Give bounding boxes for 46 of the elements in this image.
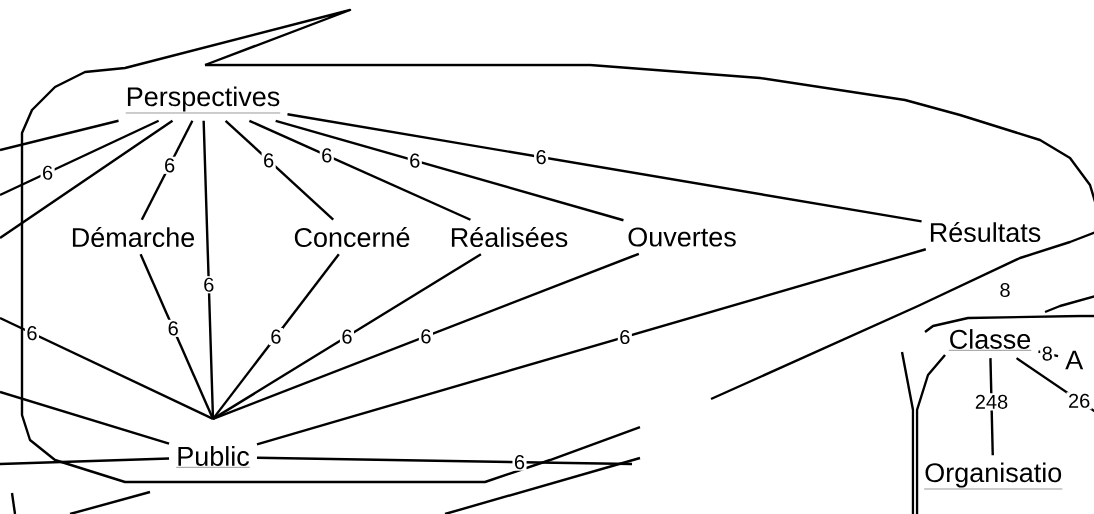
connector-line — [256, 456, 633, 466]
node-label: Résultats — [930, 221, 1041, 243]
edge-label: 6 — [512, 453, 527, 471]
connector-line — [202, 120, 215, 419]
connector-line — [212, 252, 640, 420]
connector-line — [0, 390, 170, 445]
edge-label: 248 — [973, 393, 1010, 411]
node-label: Réalisées — [451, 226, 568, 248]
number-label: 8 — [997, 281, 1013, 299]
connector-line — [0, 457, 170, 466]
connector-line — [0, 119, 119, 152]
connector-line — [256, 248, 927, 446]
connector-line — [275, 119, 624, 222]
node-label: Public — [176, 446, 250, 468]
edge-label: 6 — [534, 148, 549, 166]
edge-label: 6 — [617, 328, 632, 346]
edge-label: 6 — [166, 319, 181, 337]
node-label: Perspectives — [125, 86, 281, 114]
connector-line — [212, 253, 482, 420]
edge-label: 26 — [1066, 392, 1092, 410]
connector-line — [212, 253, 340, 420]
node-label: Démarche — [72, 226, 195, 248]
edge-label: 6 — [24, 324, 39, 342]
edge-label: 6 — [40, 164, 55, 182]
connector-line — [0, 119, 174, 239]
node-label: Organisatio — [924, 462, 1063, 490]
edge-label: 6 — [162, 156, 177, 174]
connector-line — [287, 113, 922, 223]
edge-label: 6 — [201, 276, 216, 294]
edge-label: 6 — [268, 328, 283, 346]
connector-line — [139, 253, 215, 420]
connector-line — [248, 119, 471, 221]
edge-label: 6 — [319, 146, 334, 164]
connector-line — [140, 120, 194, 221]
edge-label: 6 — [407, 152, 422, 170]
connector-line — [0, 316, 214, 420]
node-label: A — [1065, 350, 1084, 370]
connector-line — [0, 119, 160, 197]
connector-line — [224, 119, 335, 221]
node-label: Concerné — [294, 226, 410, 248]
edge-label: 6 — [339, 328, 355, 346]
node-label: Ouvertes — [628, 227, 736, 247]
edge-label: 8 — [1040, 345, 1055, 363]
node-label: Classe — [948, 329, 1032, 351]
edge-label: 6 — [418, 327, 433, 345]
edge-label: 6 — [261, 151, 276, 169]
